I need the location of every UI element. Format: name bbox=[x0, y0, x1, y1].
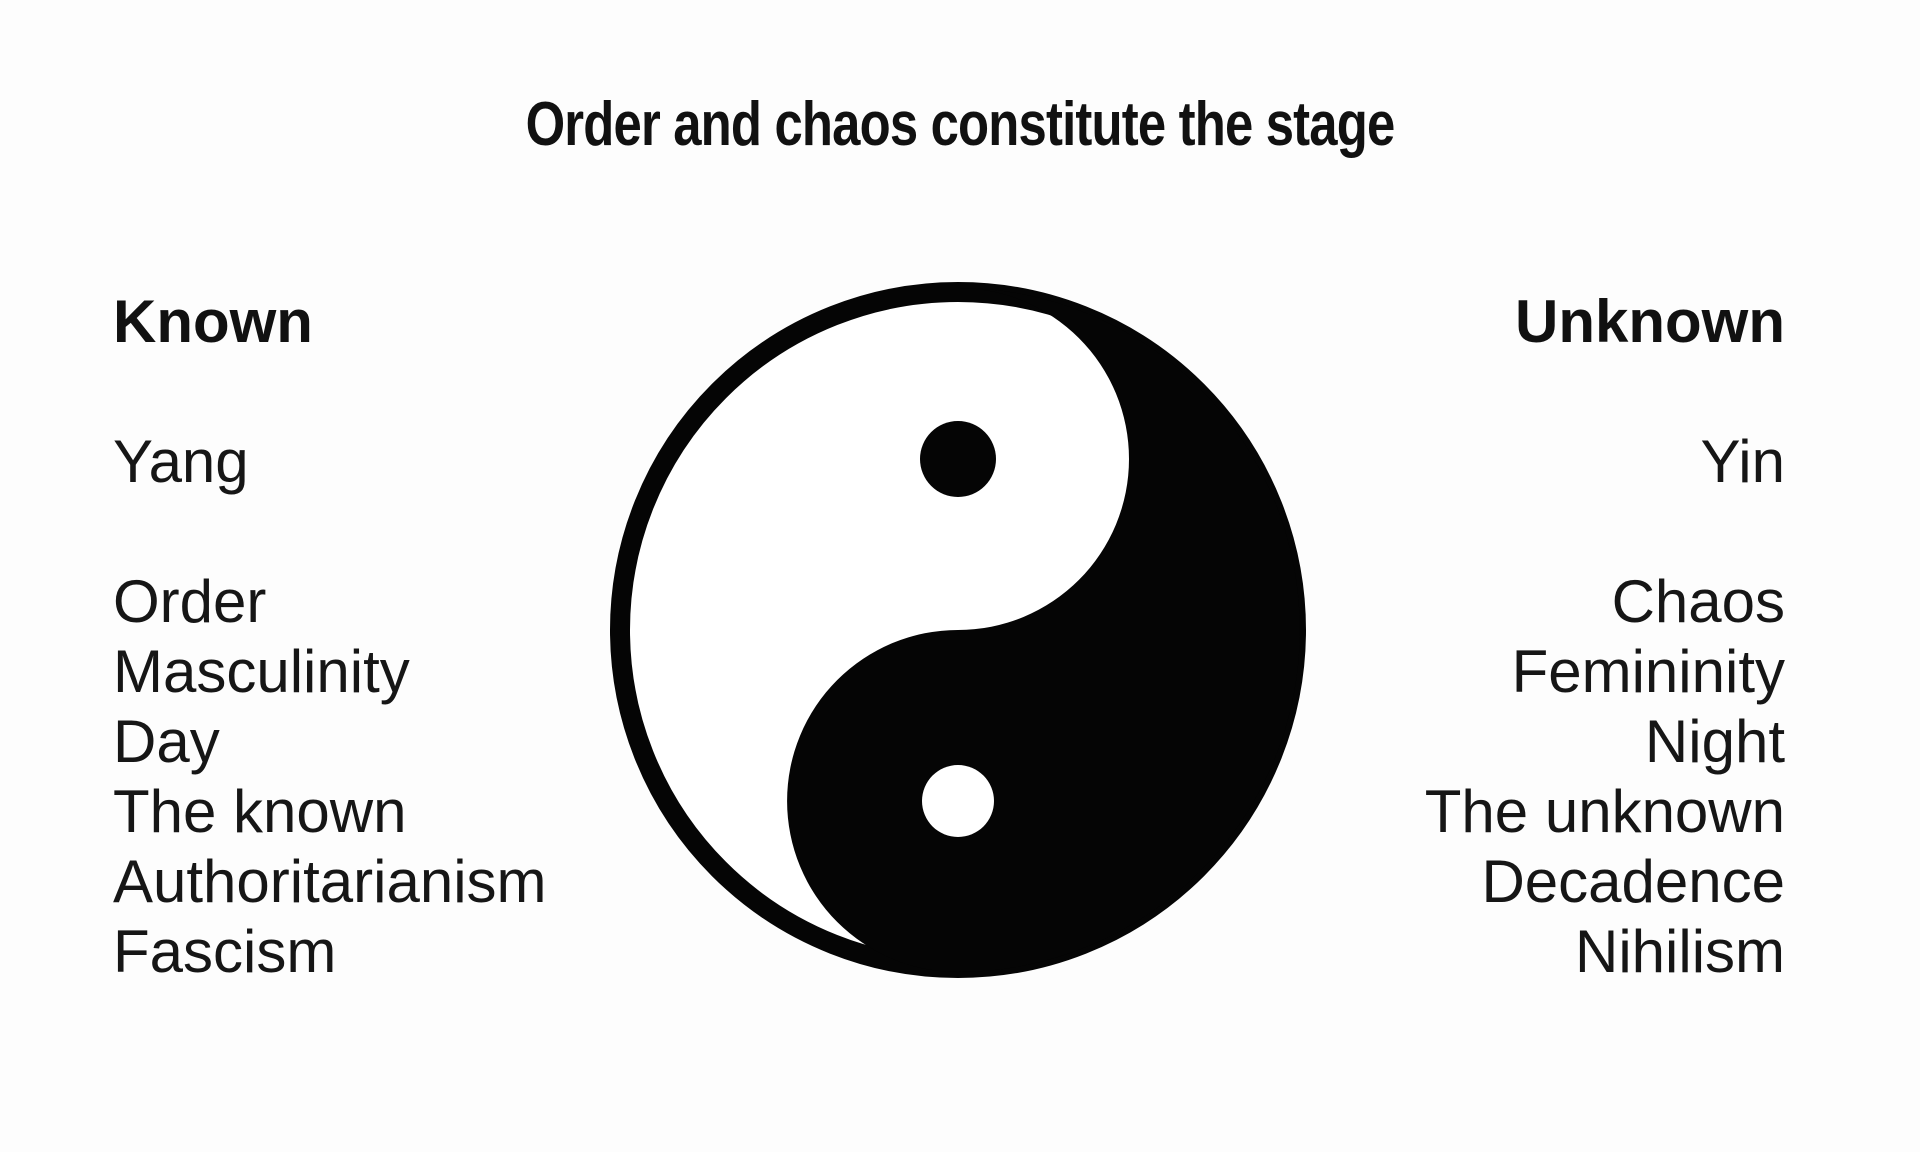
yin-label: Yin bbox=[1700, 428, 1786, 495]
list-item: The unknown bbox=[1424, 778, 1785, 845]
list-item: Decadence bbox=[1481, 848, 1785, 915]
list-item: Authoritarianism bbox=[113, 848, 547, 915]
known-header: Known bbox=[113, 288, 313, 355]
spacer bbox=[113, 497, 547, 567]
yin-yang-symbol bbox=[610, 282, 1306, 978]
spacer bbox=[1425, 497, 1785, 567]
list-item: Fascism bbox=[113, 918, 337, 985]
spacer bbox=[113, 357, 547, 427]
yang-label: Yang bbox=[113, 428, 249, 495]
list-item: Chaos bbox=[1611, 568, 1785, 635]
list-item: Masculinity bbox=[113, 638, 410, 705]
yang-dot bbox=[920, 421, 996, 497]
list-item: Night bbox=[1644, 708, 1785, 775]
yin-dot bbox=[922, 765, 994, 837]
list-item: Day bbox=[113, 708, 220, 775]
list-item: Femininity bbox=[1511, 638, 1785, 705]
list-item: The known bbox=[113, 778, 407, 845]
yin-black-swirl bbox=[787, 288, 1300, 972]
page-title: Order and chaos constitute the stage bbox=[525, 90, 1396, 159]
list-item: Order bbox=[113, 568, 267, 635]
spacer bbox=[1425, 357, 1785, 427]
unknown-header: Unknown bbox=[1515, 288, 1785, 355]
list-item: Nihilism bbox=[1575, 918, 1785, 985]
